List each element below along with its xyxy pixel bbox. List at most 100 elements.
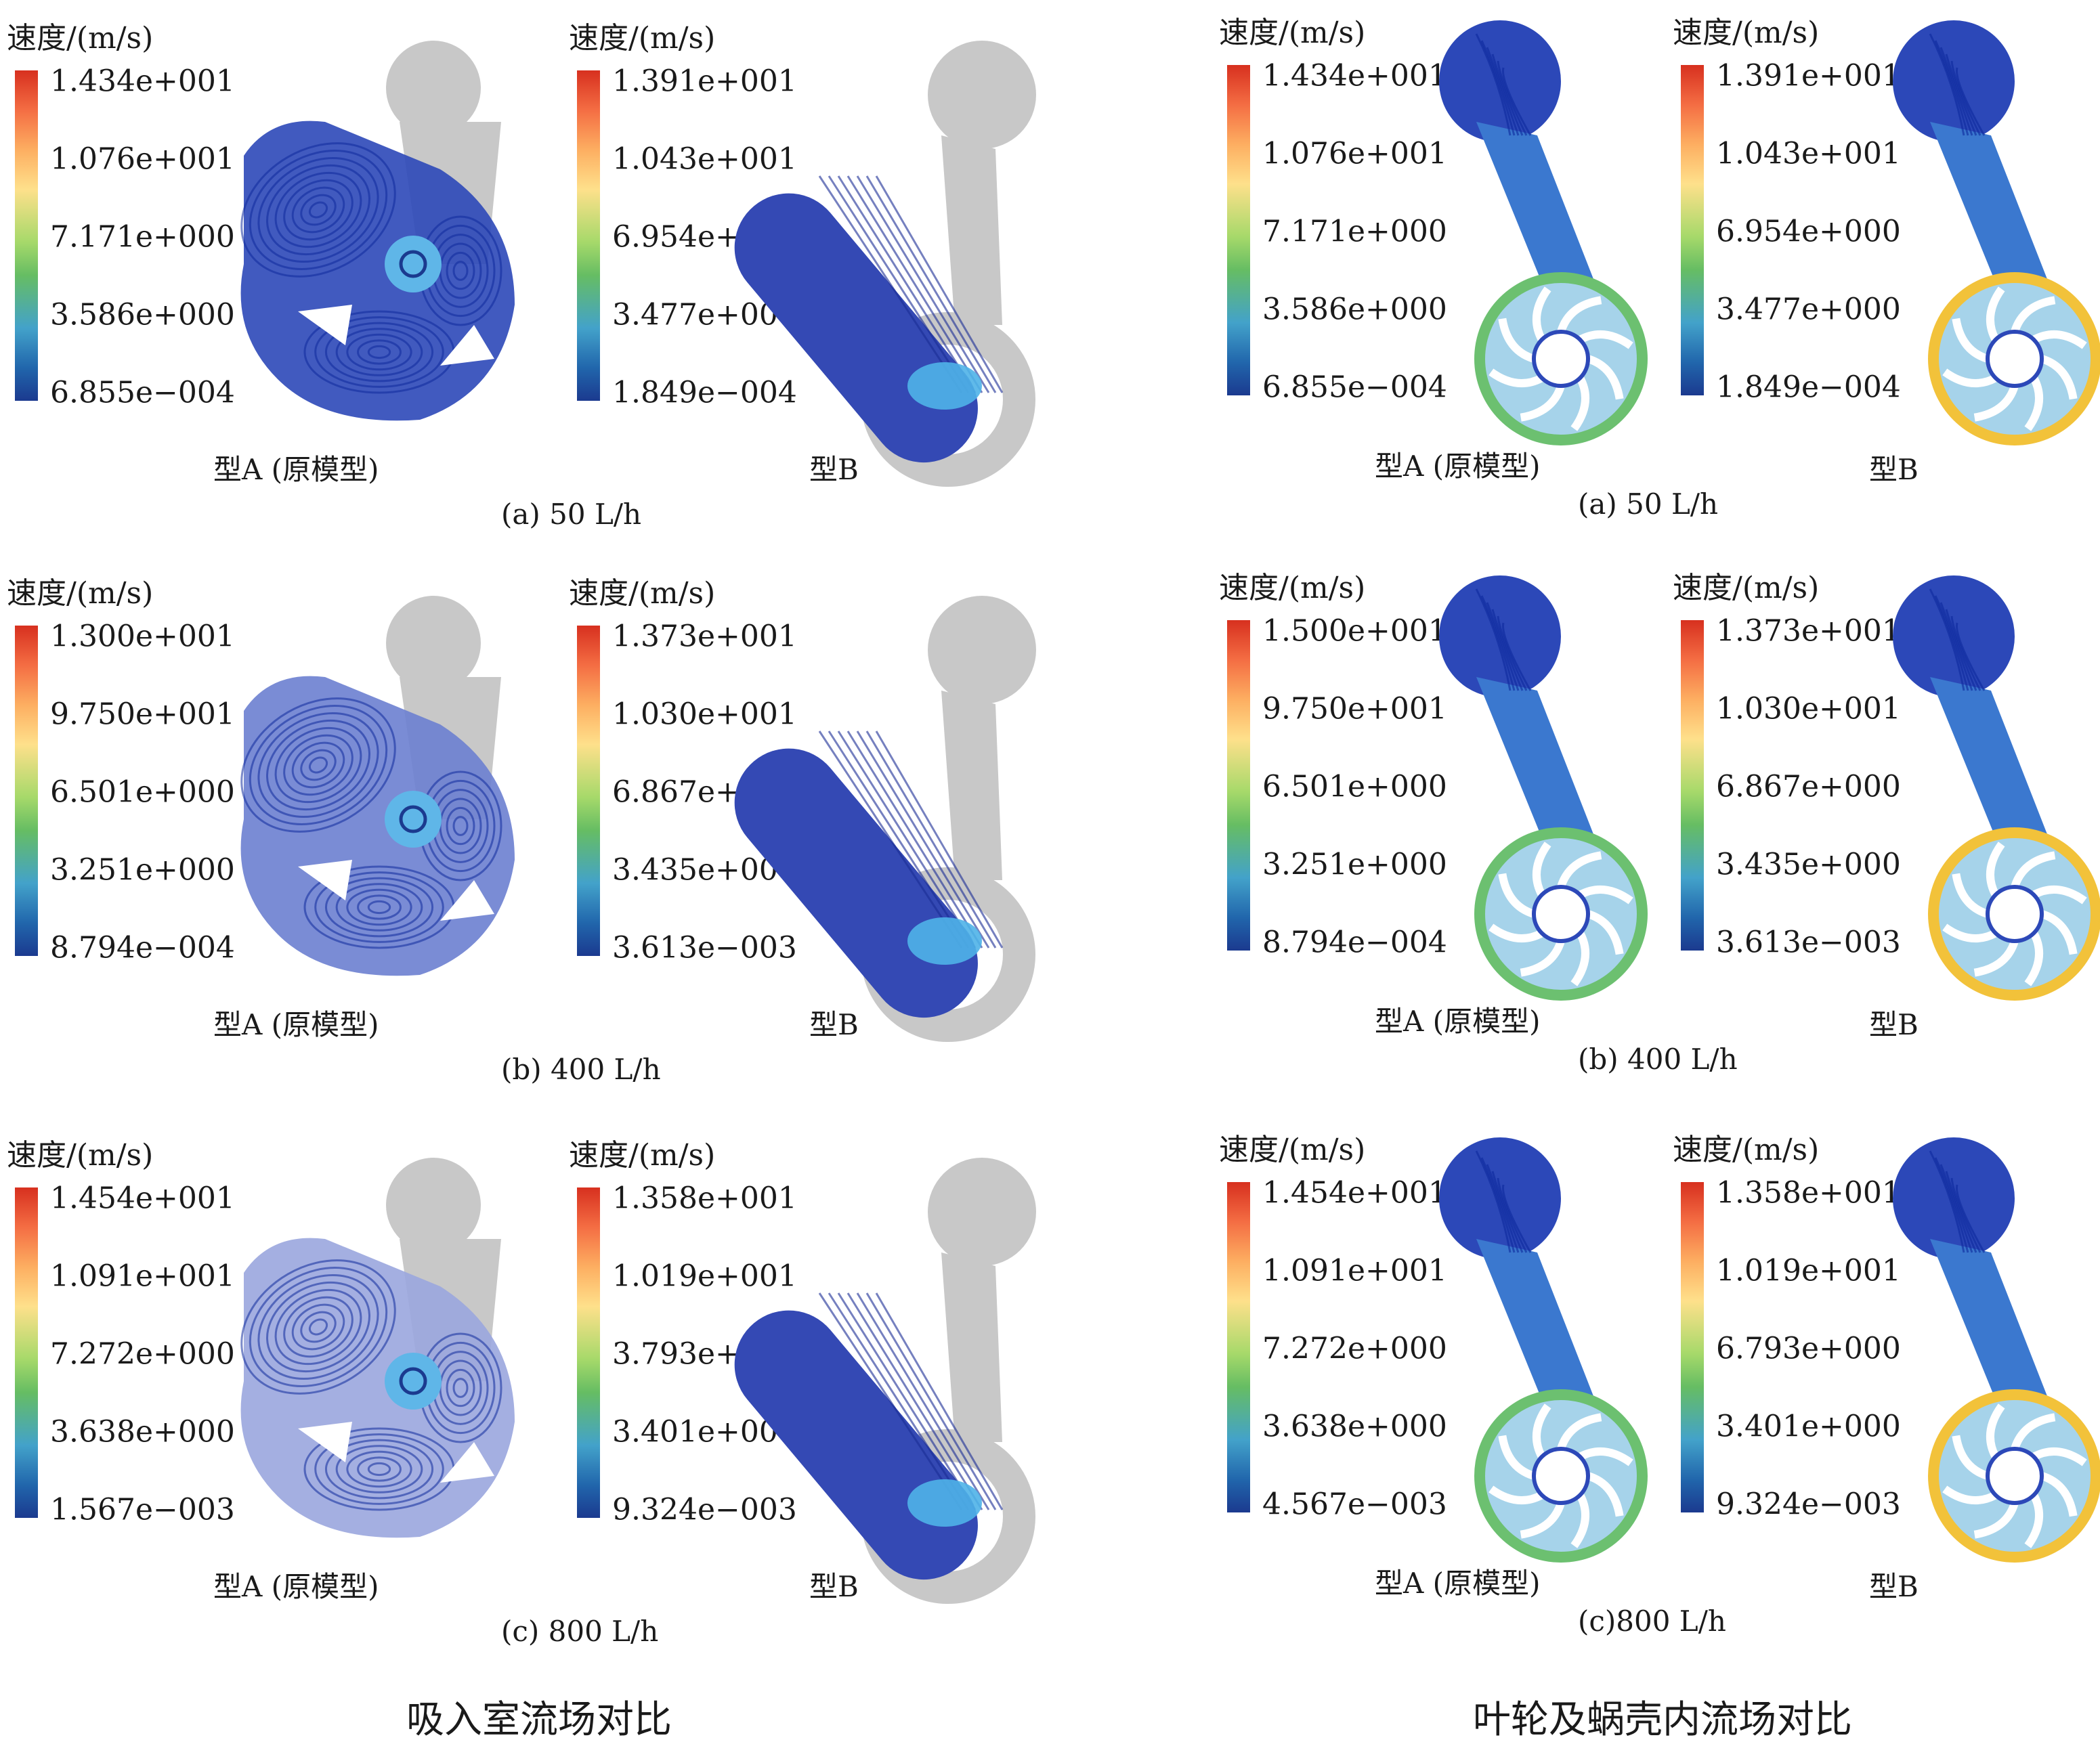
legend-title: 速度/(m/s) [7, 1138, 154, 1173]
model-b-label: 型B [1869, 1008, 1919, 1041]
colorbar-tick-label: 7.171e+000 [50, 219, 235, 255]
impeller-volute-model-a [1439, 20, 1648, 445]
colorbar-tick-label: 1.849e−004 [612, 375, 797, 410]
legend-title: 速度/(m/s) [569, 1138, 716, 1173]
colorbar-tick-label: 1.300e+001 [50, 619, 235, 654]
legend-title: 速度/(m/s) [569, 21, 716, 56]
colorbar-tick-label: 1.091e+001 [1262, 1253, 1447, 1288]
colorbar-tick-label: 7.272e+000 [1262, 1331, 1447, 1366]
colorbar [15, 70, 38, 401]
colorbar-tick-label: 3.435e+000 [1716, 847, 1901, 882]
colorbar-tick-label: 3.586e+000 [1262, 292, 1447, 327]
colorbar-tick-label: 6.954e+000 [1716, 214, 1901, 249]
model-b-label: 型B [809, 1570, 859, 1603]
model-b-label: 型B [809, 453, 859, 486]
suction-chamber-model-b [734, 596, 1036, 1042]
model-a-label: 型A (原模型) [1375, 450, 1541, 483]
model-a-label: 型A (原模型) [213, 453, 379, 486]
colorbar-tick-label: 9.324e−003 [612, 1492, 797, 1527]
colorbar-tick-label: 1.391e+001 [1716, 58, 1901, 93]
colorbar-tick-label: 3.586e+000 [50, 297, 235, 332]
colorbar-tick-label: 1.076e+001 [1262, 136, 1447, 171]
legend-title: 速度/(m/s) [569, 576, 716, 611]
velocity-legend: 速度/(m/s) 1.391e+001 1.043e+001 6.954e+000 3.… [1673, 8, 1930, 428]
model-b-label: 型B [1869, 453, 1919, 486]
colorbar-tick-label: 6.855e−004 [1262, 370, 1447, 405]
impeller-volute-model-b [1893, 1137, 2100, 1563]
flow-condition-caption: (a) 50 L/h [1578, 487, 1719, 521]
colorbar-tick-label: 1.454e+001 [1262, 1175, 1447, 1211]
colorbar-tick-label: 7.171e+000 [1262, 214, 1447, 249]
flow-condition-caption: (a) 50 L/h [501, 498, 642, 531]
colorbar-tick-label: 1.019e+001 [612, 1259, 797, 1294]
colorbar-tick-label: 4.567e−003 [1262, 1487, 1447, 1522]
colorbar-tick-label: 1.373e+001 [1716, 613, 1901, 649]
impeller-volute-model-b [1893, 20, 2100, 445]
model-b-label: 型B [1869, 1570, 1919, 1603]
colorbar-tick-label: 1.391e+001 [612, 64, 797, 99]
colorbar-tick-label: 1.567e−003 [50, 1492, 235, 1527]
model-b-label: 型B [809, 1008, 859, 1041]
colorbar-tick-label: 3.251e+000 [1262, 847, 1447, 882]
impeller-volute-model-a [1439, 575, 1648, 1001]
colorbar-tick-label: 1.043e+001 [612, 141, 797, 177]
colorbar-tick-label: 1.358e+001 [612, 1181, 797, 1216]
colorbar-tick-label: 9.324e−003 [1716, 1487, 1901, 1522]
colorbar-tick-label: 1.434e+001 [50, 64, 235, 99]
colorbar [15, 1187, 38, 1518]
flow-condition-caption: (c)800 L/h [1578, 1605, 1726, 1638]
colorbar-tick-label: 9.750e+001 [50, 697, 235, 732]
colorbar-tick-label: 1.434e+001 [1262, 58, 1447, 93]
legend-title: 速度/(m/s) [1219, 16, 1366, 50]
colorbar-tick-label: 1.091e+001 [50, 1259, 235, 1294]
colorbar-tick-label: 1.500e+001 [1262, 613, 1447, 649]
colorbar-tick-label: 6.855e−004 [50, 375, 235, 410]
suction-chamber-model-a [240, 596, 515, 976]
colorbar [577, 1187, 600, 1518]
colorbar [15, 626, 38, 956]
model-a-label: 型A (原模型) [1375, 1567, 1541, 1600]
colorbar-tick-label: 1.030e+001 [1716, 691, 1901, 726]
colorbar-tick-label: 6.501e+000 [50, 775, 235, 810]
suction-chamber-model-b [734, 1158, 1036, 1604]
colorbar-tick-label: 8.794e−004 [50, 930, 235, 965]
colorbar-tick-label: 1.373e+001 [612, 619, 797, 654]
velocity-legend: 速度/(m/s) 1.434e+001 1.076e+001 7.171e+000 3.… [7, 14, 264, 433]
flow-condition-caption: (b) 400 L/h [1578, 1043, 1738, 1076]
colorbar-tick-label: 9.750e+001 [1262, 691, 1447, 726]
colorbar-tick-label: 1.076e+001 [50, 141, 235, 177]
colorbar [1681, 1182, 1704, 1512]
velocity-legend: 速度/(m/s) 1.300e+001 9.750e+001 6.501e+000 3.… [7, 569, 264, 988]
colorbar-tick-label: 3.251e+000 [50, 852, 235, 888]
legend-title: 速度/(m/s) [7, 21, 154, 56]
left-figure-title: 吸入室流场对比 [406, 1698, 672, 1742]
colorbar [1681, 65, 1704, 395]
legend-title: 速度/(m/s) [1219, 1133, 1366, 1167]
colorbar-tick-label: 7.272e+000 [50, 1336, 235, 1372]
legend-title: 速度/(m/s) [1673, 16, 1820, 50]
colorbar-tick-label: 6.793e+000 [1716, 1331, 1901, 1366]
colorbar-tick-label: 8.794e−004 [1262, 925, 1447, 960]
legend-title: 速度/(m/s) [7, 576, 154, 611]
colorbar-tick-label: 6.501e+000 [1262, 769, 1447, 804]
colorbar-tick-label: 3.613e−003 [1716, 925, 1901, 960]
colorbar-tick-label: 1.019e+001 [1716, 1253, 1901, 1288]
model-a-label: 型A (原模型) [213, 1570, 379, 1603]
model-a-label: 型A (原模型) [213, 1008, 379, 1041]
colorbar-tick-label: 1.043e+001 [1716, 136, 1901, 171]
colorbar [1227, 620, 1250, 951]
colorbar [1227, 65, 1250, 395]
colorbar [1227, 1182, 1250, 1512]
colorbar-tick-label: 1.849e−004 [1716, 370, 1901, 405]
impeller-volute-model-a [1439, 1137, 1648, 1563]
colorbar-tick-label: 3.477e+000 [1716, 292, 1901, 327]
model-a-label: 型A (原模型) [1375, 1005, 1541, 1038]
colorbar-tick-label: 1.358e+001 [1716, 1175, 1901, 1211]
suction-chamber-model-a [240, 1158, 515, 1538]
